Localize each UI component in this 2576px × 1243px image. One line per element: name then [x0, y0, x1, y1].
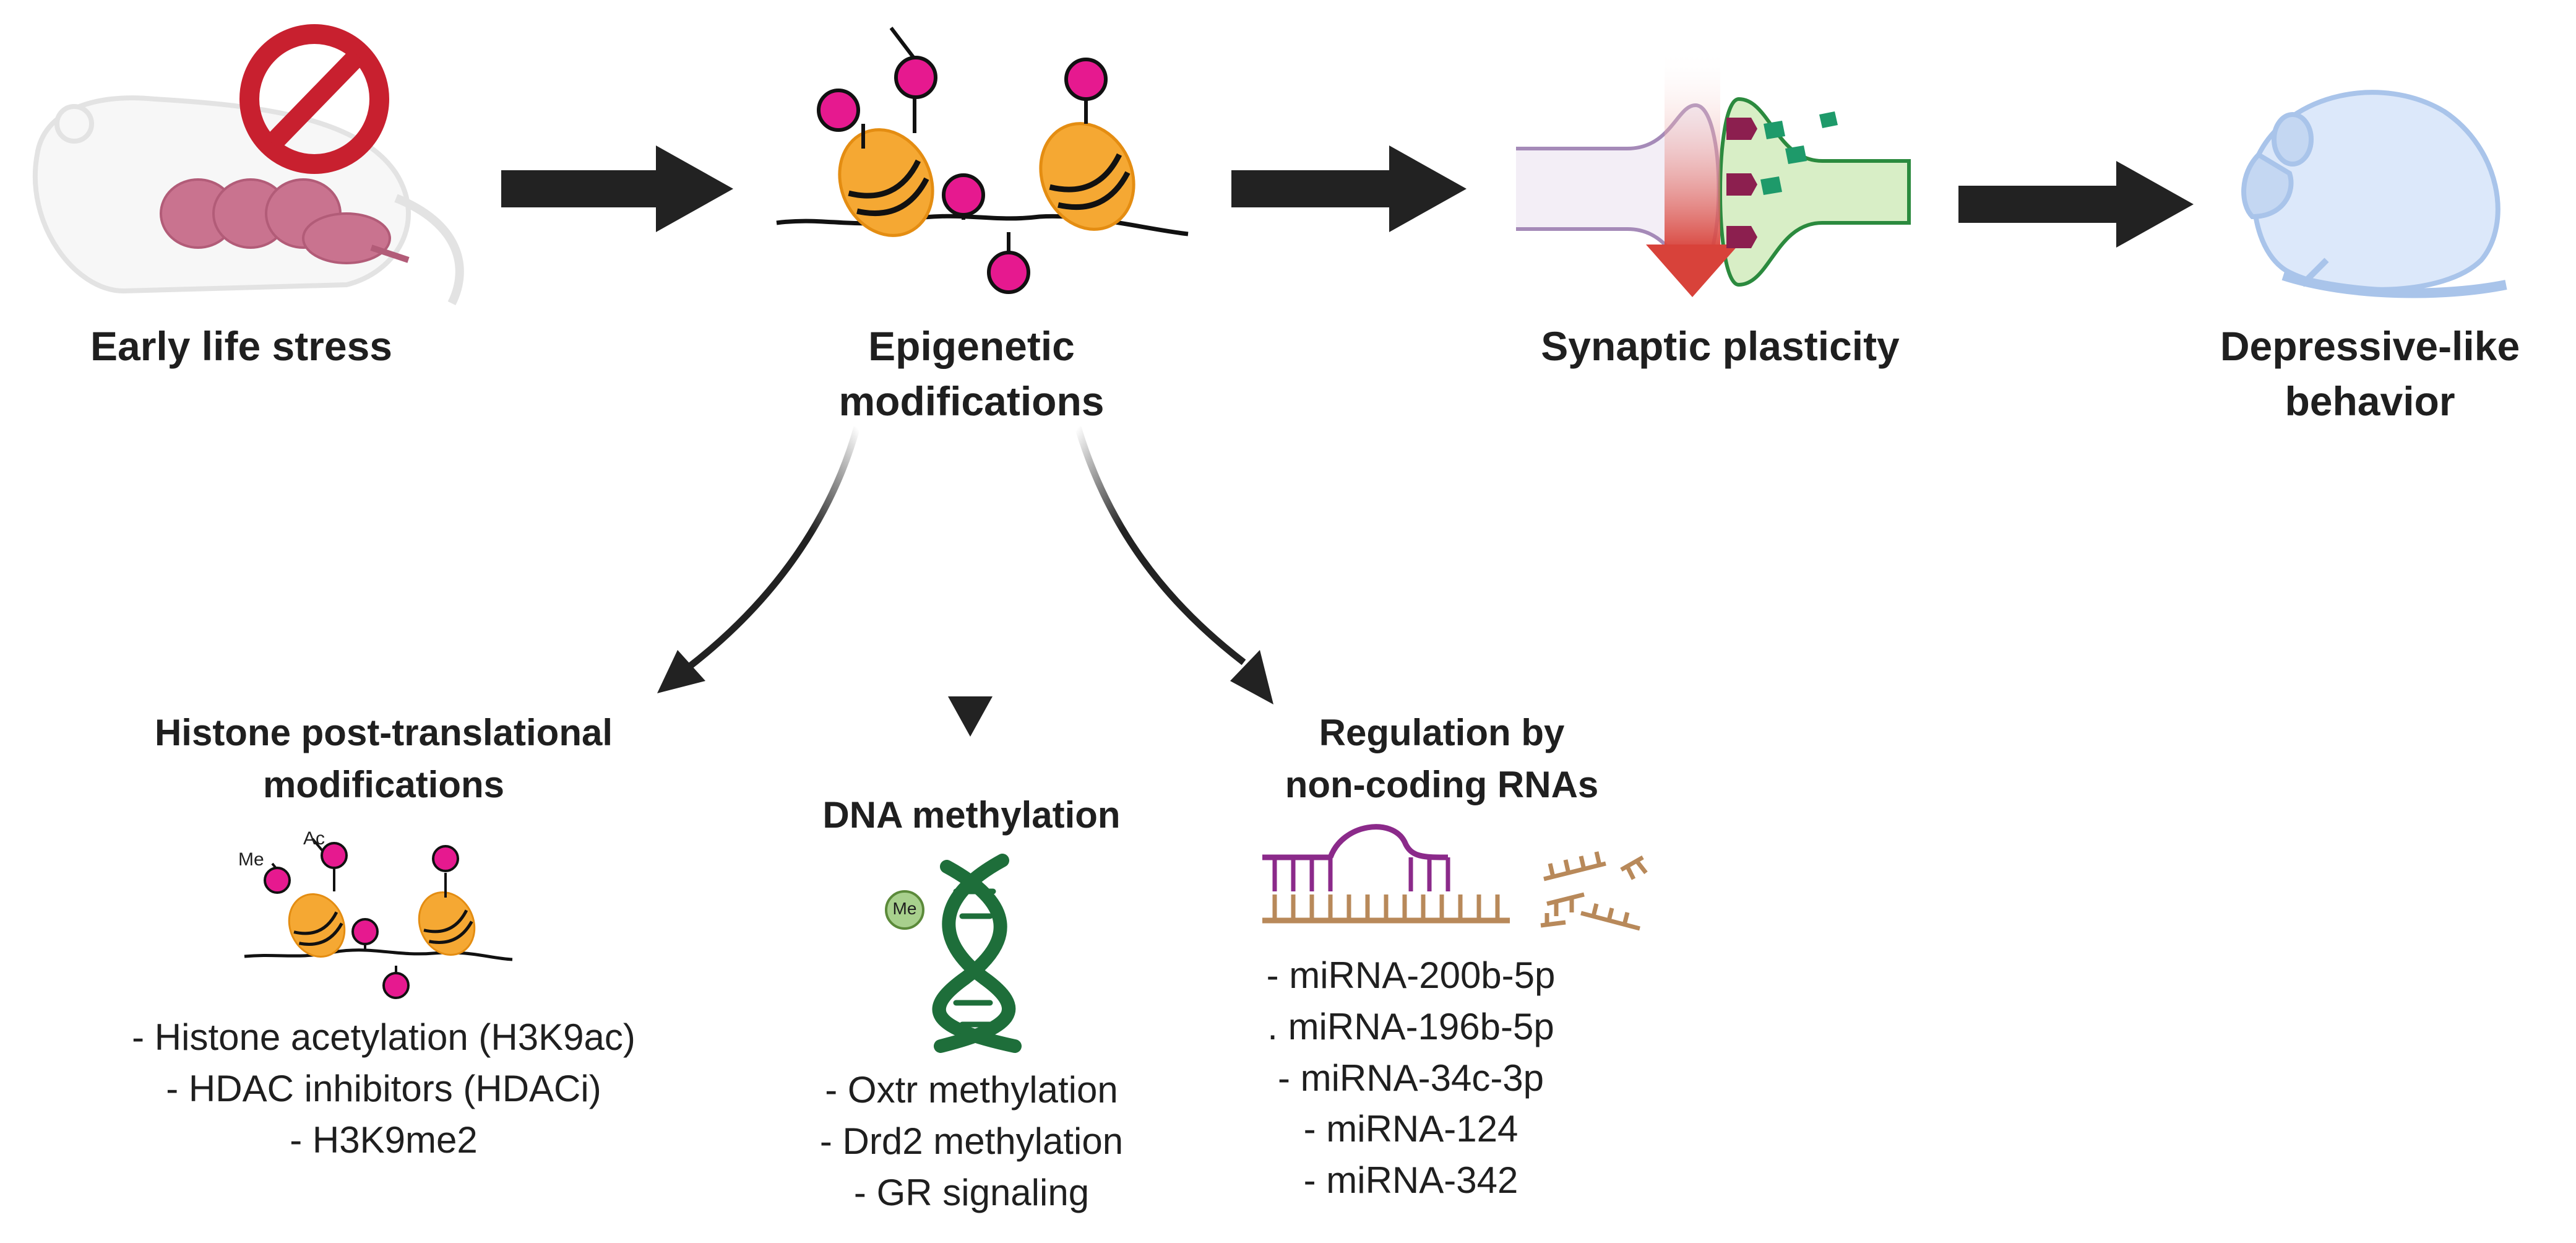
list-item: - miRNA-200b-5p [1266, 955, 1556, 996]
list-item: . miRNA-196b-5p [1267, 1005, 1554, 1047]
list-item: - H3K9me2 [290, 1119, 478, 1161]
depressed-mouse-icon [2241, 90, 2507, 298]
list-item: - Drd2 methylation [819, 1120, 1124, 1162]
stage-label-synaptic-plasticity: Synaptic plasticity [1541, 323, 1900, 369]
arrow-epigenetic-to-synaptic [1231, 145, 1467, 232]
synapse-icon [1516, 50, 1911, 297]
branch-arrows [657, 421, 1273, 737]
histone-ac-mark-label: Ac [303, 828, 325, 849]
arrow-stress-to-epigenetic [501, 145, 733, 232]
list-item: - miRNA-342 [1303, 1159, 1518, 1202]
list-item: - Histone acetylation (H3K9ac) [132, 1016, 635, 1058]
list-item: - HDAC inhibitors (HDACi) [166, 1067, 601, 1109]
histone-me-mark-label: Me [238, 849, 264, 870]
stage-label-depressive-line1: Depressive-like [2220, 323, 2520, 369]
list-item: - GR signaling [853, 1171, 1090, 1213]
stage-label-depressive-line2: behavior [2285, 378, 2455, 425]
ncrna-item-list: - miRNA-200b-5p . miRNA-196b-5p - miRNA-… [1213, 950, 1609, 1206]
histone-section-title: Histone post-translational modifications [62, 707, 705, 811]
stage-label-depressive-behavior: Depressive-like behavior [2178, 319, 2562, 429]
histone-title-line2: modifications [262, 764, 505, 805]
prohibited-icon [239, 24, 389, 174]
methyl-mark-icon [885, 890, 924, 930]
dna-section-title: DNA methylation [822, 794, 1121, 836]
dna-item-list: - Oxtr methylation - Drd2 methylation - … [743, 1065, 1200, 1218]
list-item: - miRNA-34c-3p [1277, 1057, 1544, 1099]
dna-me-mark-label: Me [892, 899, 917, 918]
list-item: - Oxtr methylation [825, 1069, 1118, 1111]
stage-label-epigenetic-modifications: Epigenetic modifications [838, 323, 1105, 425]
list-item: - miRNA-124 [1303, 1108, 1518, 1150]
ncrna-icon [1262, 824, 1648, 931]
dna-helix-icon [932, 854, 1022, 1053]
ncrna-title-line1: Regulation by [1319, 712, 1565, 753]
ncrna-section-title: Regulation by non-coding RNAs [1213, 707, 1671, 811]
histone-item-list: - Histone acetylation (H3K9ac) - HDAC in… [50, 1012, 718, 1166]
arrow-synaptic-to-behavior [1958, 161, 2194, 248]
nucleosome-icon [776, 27, 1189, 294]
pups-icon [160, 178, 410, 264]
stage-label-early-life-stress: Early life stress [90, 323, 392, 369]
small-nucleosome-icon [244, 838, 513, 999]
ncrna-title-line2: non-coding RNAs [1285, 764, 1599, 805]
histone-title-line1: Histone post-translational [154, 712, 613, 753]
